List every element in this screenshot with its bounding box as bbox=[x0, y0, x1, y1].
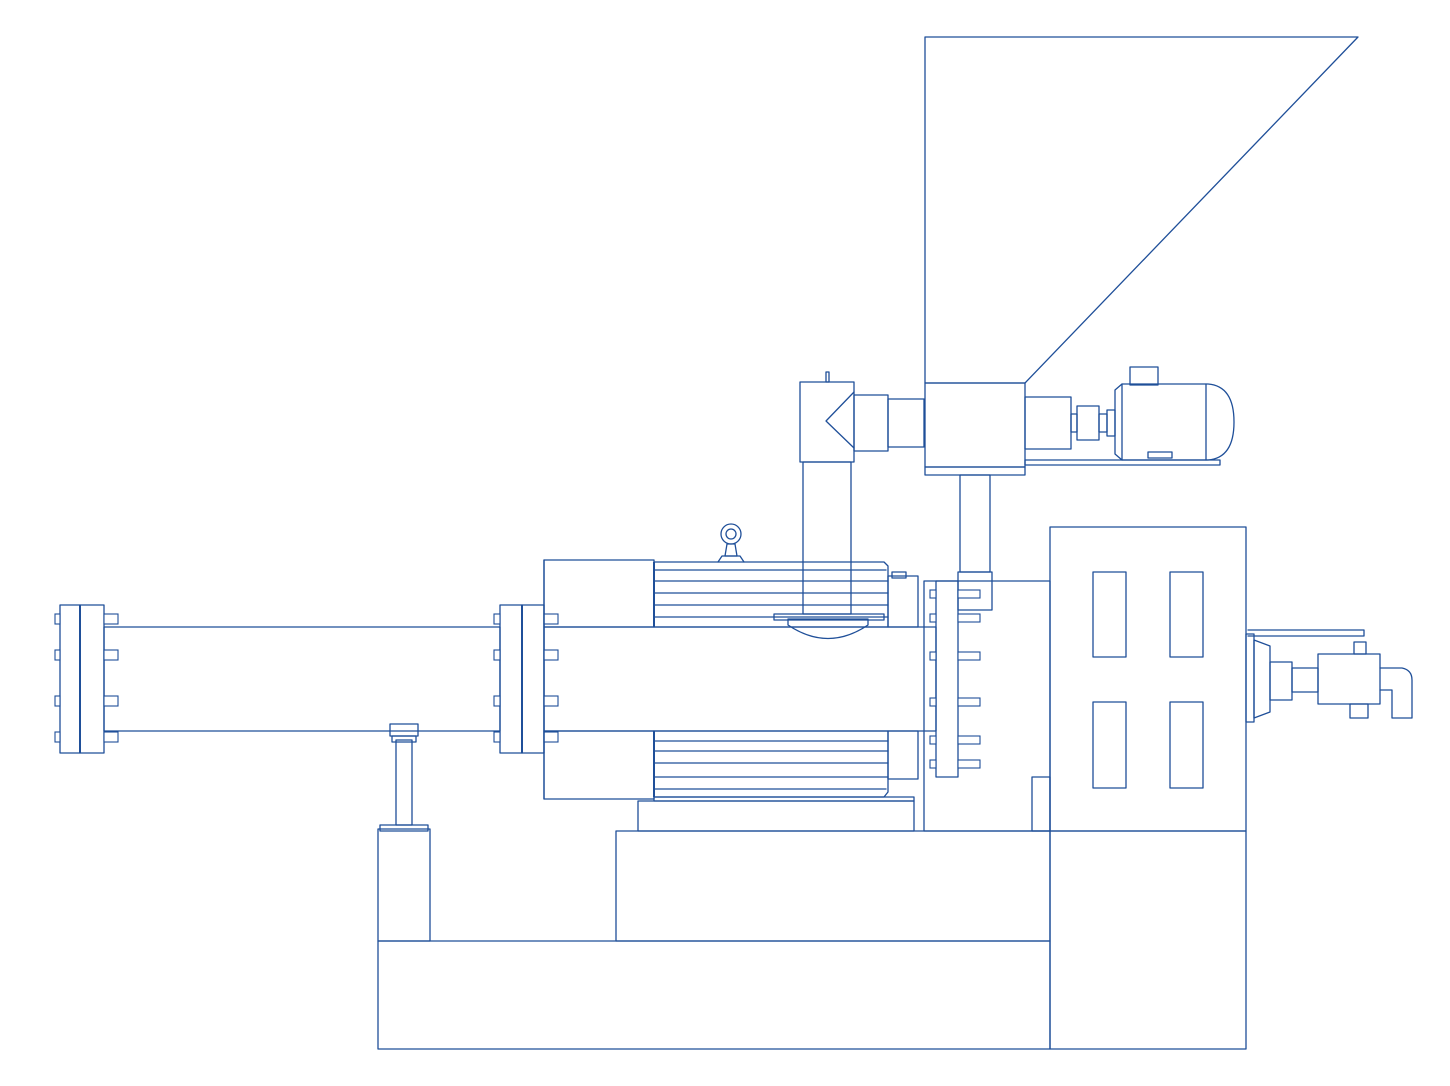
feed-chute bbox=[773, 371, 925, 640]
main-motor bbox=[543, 523, 919, 802]
feeder-unit bbox=[924, 366, 1235, 476]
hopper-support-post bbox=[959, 474, 991, 573]
middle-barrel-flange bbox=[499, 604, 545, 754]
rear-flange bbox=[923, 571, 1051, 832]
front-barrel bbox=[103, 626, 937, 732]
flange-bolts bbox=[54, 613, 559, 743]
rear-drive-coupling bbox=[1245, 629, 1413, 723]
gearbox-housing bbox=[1049, 526, 1247, 832]
base-frame bbox=[377, 800, 1247, 1050]
hopper bbox=[924, 36, 1359, 384]
die-head-flange bbox=[59, 604, 105, 754]
barrel-support-column bbox=[377, 723, 431, 942]
